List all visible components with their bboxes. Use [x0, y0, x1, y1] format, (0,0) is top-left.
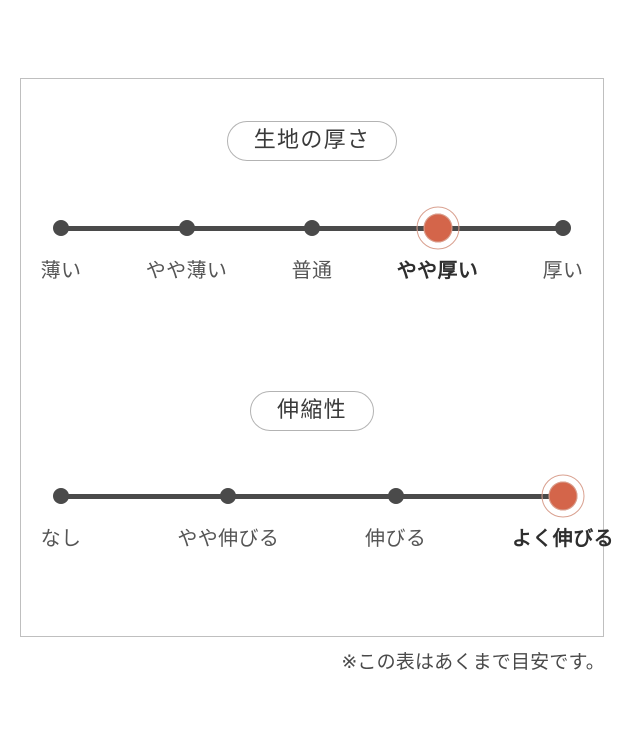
scale-labels-fabric-thickness: 薄い やや薄い 普通 やや厚い 厚い	[41, 257, 583, 291]
scale-labels-stretchiness: なし やや伸びる 伸びる よく伸びる	[41, 525, 614, 559]
scale-node-0[interactable]	[53, 220, 69, 236]
scale-label-3-active: やや厚い	[396, 260, 479, 282]
pill-row-fabric-thickness: 生地の厚さ	[21, 121, 603, 161]
scale-label-3-active: よく伸びる	[512, 528, 614, 550]
scale-node-3-active[interactable]	[541, 474, 585, 518]
scale-node-3-active[interactable]	[416, 206, 459, 250]
scale-label-2: 伸びる	[365, 528, 427, 550]
scale-node-2[interactable]	[304, 220, 320, 236]
scale-label-4: 厚い	[542, 260, 584, 282]
scale-block-stretchiness: 伸縮性 なし やや伸びる 伸びる よく伸びる	[21, 391, 614, 559]
scale-track-fabric-thickness[interactable]	[53, 205, 571, 251]
scale-node-1[interactable]	[178, 220, 195, 236]
pill-row-stretchiness: 伸縮性	[21, 391, 603, 431]
scale-block-fabric-thickness: 生地の厚さ 薄い やや薄い 普通 やや厚い 厚い	[21, 121, 603, 291]
scale-node-4[interactable]	[555, 220, 571, 236]
scale-title-fabric-thickness: 生地の厚さ	[226, 121, 398, 161]
fabric-spec-card: 生地の厚さ 薄い やや薄い 普通 やや厚い 厚い 伸縮性	[20, 78, 614, 637]
scale-label-0: なし	[40, 528, 82, 550]
scale-node-0[interactable]	[53, 488, 69, 504]
scale-node-2[interactable]	[387, 488, 404, 504]
scale-label-1: やや薄い	[145, 260, 228, 282]
scale-node-1[interactable]	[220, 488, 237, 504]
scale-label-2: 普通	[291, 260, 333, 282]
track-line	[61, 493, 563, 499]
scale-track-stretchiness[interactable]	[53, 473, 585, 519]
scale-title-stretchiness: 伸縮性	[250, 391, 374, 431]
scale-label-0: 薄い	[40, 260, 82, 282]
scale-label-1: やや伸びる	[177, 528, 280, 550]
disclaimer-note: ※この表はあくまで目安です。	[341, 652, 605, 673]
